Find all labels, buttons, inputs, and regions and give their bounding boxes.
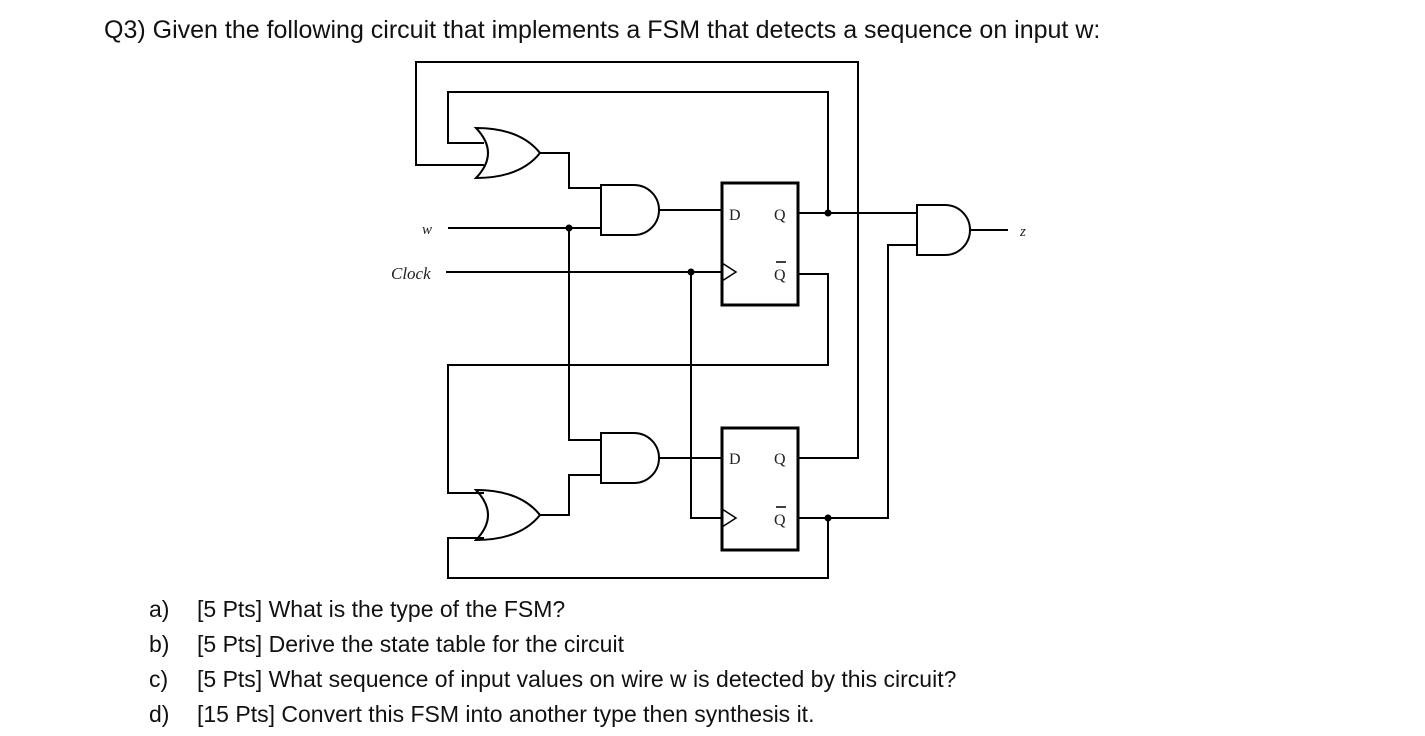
wire-q2-loop bbox=[447, 91, 829, 213]
part-text: [5 Pts] What is the type of the FSM? bbox=[197, 596, 566, 622]
flip-flop-bottom bbox=[720, 426, 800, 552]
or-gate-bottom bbox=[473, 488, 542, 542]
wire-w-down bbox=[568, 228, 601, 441]
part-text: [15 Pts] Convert this FSM into another t… bbox=[197, 701, 815, 727]
part-letter: c) bbox=[149, 666, 169, 692]
label-ff2-q: Q bbox=[774, 451, 786, 468]
junction-clock bbox=[687, 268, 695, 276]
junction-w bbox=[565, 224, 573, 232]
label-w: w bbox=[422, 222, 432, 238]
part-letter: b) bbox=[149, 631, 170, 657]
list-item: c) [5 Pts] What sequence of input values … bbox=[149, 662, 956, 697]
junction-q1 bbox=[824, 209, 832, 217]
wire-q2bar-and-out bbox=[798, 244, 917, 519]
part-text: [5 Pts] Derive the state table for the c… bbox=[197, 631, 624, 657]
and-gate-bottom bbox=[600, 432, 660, 484]
part-letter: a) bbox=[149, 596, 170, 622]
wire-q2bar-loop bbox=[447, 518, 829, 579]
circuit-diagram: w Clock z D Q Q D Q Q bbox=[391, 61, 1026, 579]
wire-q1bar-feedback bbox=[447, 273, 829, 494]
label-clock: Clock bbox=[391, 264, 431, 283]
part-letter: d) bbox=[149, 701, 170, 727]
wire-clock-down bbox=[690, 272, 722, 519]
clock-triangle-top bbox=[721, 262, 738, 282]
label-ff1-d: D bbox=[729, 207, 741, 224]
label-ff2-d: D bbox=[729, 451, 741, 468]
wire-or1-and1 bbox=[540, 152, 601, 189]
list-item: b) [5 Pts] Derive the state table for the… bbox=[149, 627, 956, 662]
part-text: [5 Pts] What sequence of input values on… bbox=[197, 666, 957, 692]
junction-q2bar bbox=[824, 514, 832, 522]
label-ff1-q: Q bbox=[774, 207, 786, 224]
clock-triangle-bottom bbox=[721, 508, 738, 528]
list-item: a) [5 Pts] What is the type of the FSM? bbox=[149, 592, 956, 627]
label-ff2-qbar: Q bbox=[774, 512, 786, 529]
list-item: d) [15 Pts] Convert this FSM into another… bbox=[149, 697, 956, 732]
label-ff1-qbar: Q bbox=[774, 267, 786, 284]
question-parts: a) [5 Pts] What is the type of the FSM? b… bbox=[149, 592, 956, 732]
wire-or2-and2 bbox=[540, 474, 601, 516]
wire-q2-out bbox=[798, 213, 859, 459]
or-gate-top bbox=[473, 126, 542, 180]
question-title: Q3) Given the following circuit that imp… bbox=[104, 16, 1101, 44]
flip-flop-top bbox=[720, 181, 800, 307]
and-gate-output bbox=[916, 204, 971, 256]
label-z: z bbox=[1019, 224, 1026, 240]
and-gate-top bbox=[600, 184, 660, 236]
